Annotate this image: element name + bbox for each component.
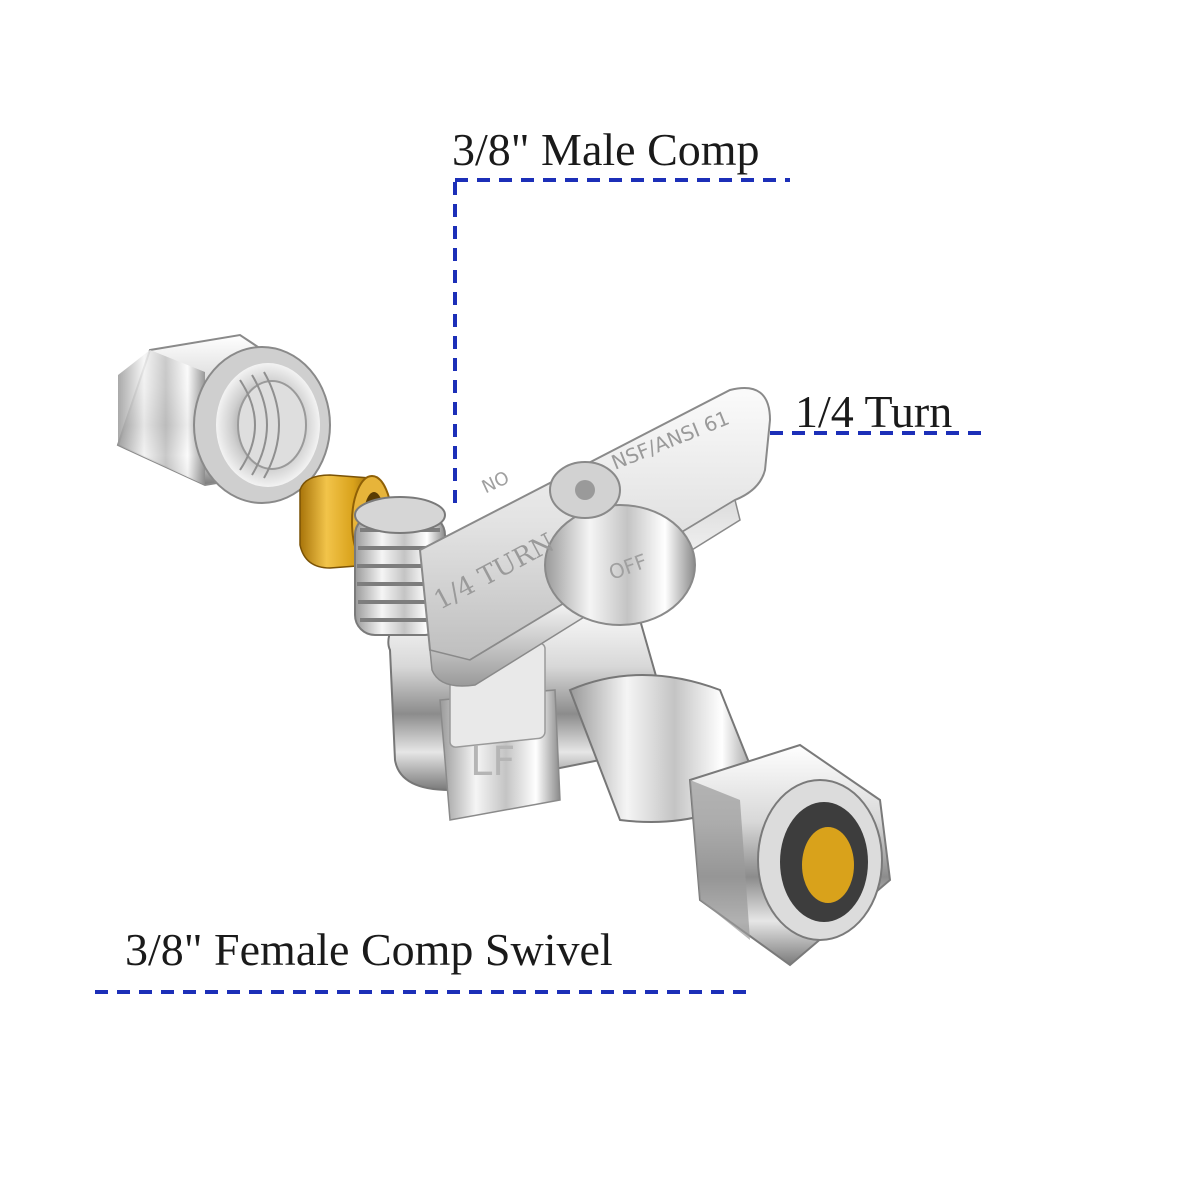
compression-nut <box>116 333 331 504</box>
female-swivel-outlet <box>568 674 892 967</box>
quarter-turn-handle: 1/4 TURN NSF/ANSI 61 ON OFF <box>418 387 772 687</box>
leader-line-male-comp <box>453 178 790 505</box>
callout-male-comp: 3/8" Male Comp <box>452 124 760 175</box>
callout-female-swivel: 3/8" Female Comp Swivel <box>125 924 613 975</box>
handle-on-text: ON <box>478 465 512 496</box>
callout-quarter-turn: 1/4 Turn <box>795 386 953 437</box>
male-comp-outlet <box>354 496 446 636</box>
lf-badge-text: LF <box>470 739 515 785</box>
